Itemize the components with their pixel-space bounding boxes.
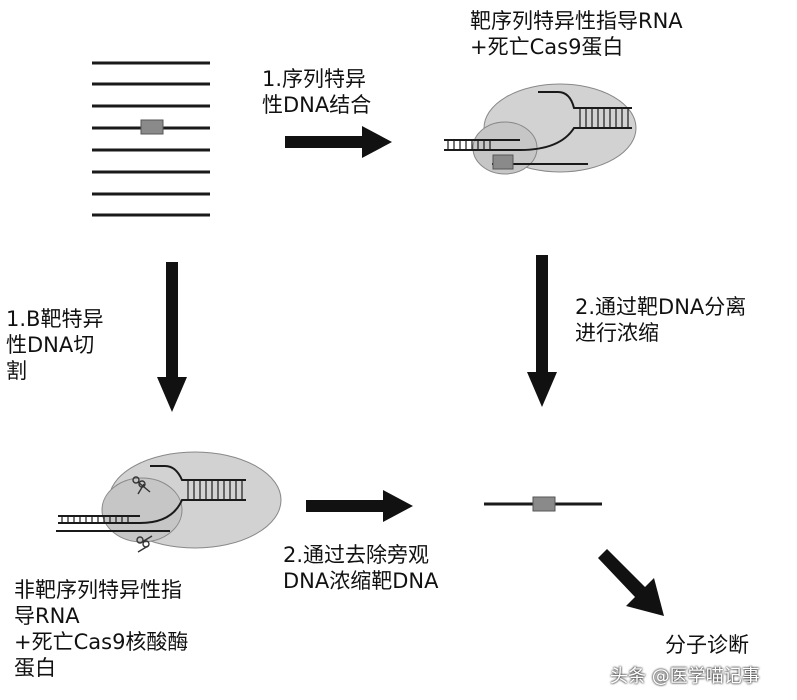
dcas9-bound-complex — [444, 83, 637, 175]
scissors-icon — [132, 476, 151, 495]
label-nontarget-guide: 非靶序列特异性指 导RNA +死亡Cas9核酸酶 蛋白 — [14, 578, 189, 680]
arrow-step2-down — [527, 255, 557, 407]
cas9-cleavage-complex — [56, 451, 282, 549]
watermark: 头条 @医学喵记事 — [610, 666, 760, 687]
arrow-step1b-down — [157, 262, 187, 412]
label-molecular-diagnosis: 分子诊断 — [665, 633, 749, 657]
enriched-target-dna — [484, 496, 602, 512]
target-sequence-marker — [140, 119, 164, 135]
label-guide-rna-dcas9: 靶序列特异性指导RNA +死亡Cas9蛋白 — [470, 9, 683, 59]
label-step2-isolation: 2.通过靶DNA分离 进行浓缩 — [575, 295, 747, 345]
arrow-step1-right — [285, 126, 392, 158]
label-step1b-cleavage: 1.B靶特异 性DNA切 割 — [6, 307, 104, 383]
label-step2-removal: 2.通过去除旁观 DNA浓缩靶DNA — [283, 543, 439, 593]
arrow-diagnosis — [598, 549, 664, 616]
dna-strand-stack — [92, 61, 210, 217]
scissors-icon — [136, 535, 153, 553]
label-step1-binding: 1.序列特异 性DNA结合 — [262, 67, 372, 117]
arrow-step2-right — [306, 490, 413, 522]
